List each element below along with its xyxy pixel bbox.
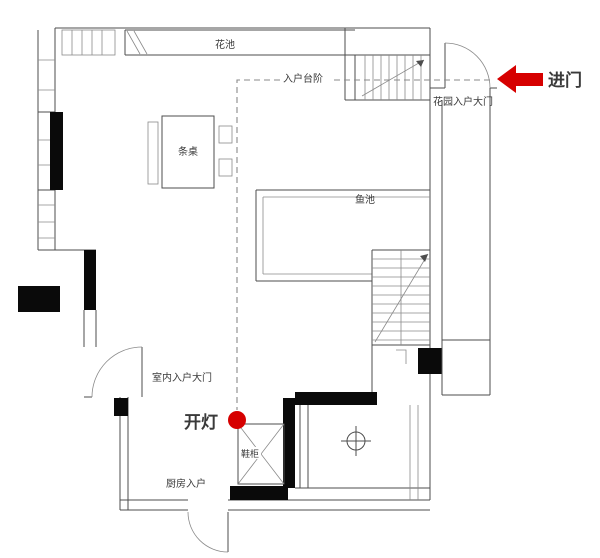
- entry-steps-stairs: [345, 54, 430, 101]
- flower-bed-label: 花池: [215, 38, 235, 51]
- fish-pond: [255, 189, 430, 282]
- walk-path-dashed-line: [236, 79, 490, 410]
- flower-bed: [124, 28, 355, 100]
- long-table: [147, 115, 233, 189]
- enter-arrow-icon: [497, 65, 543, 93]
- solid-wall-fills: [18, 112, 442, 500]
- light-switch-dot: [228, 411, 246, 429]
- entry-steps-label-bg: [280, 70, 330, 85]
- kitchen-entry-door: [187, 511, 229, 553]
- garden-entry-door: [430, 42, 497, 396]
- bottom-right-room: [295, 405, 430, 500]
- middle-stairs: [371, 249, 430, 392]
- indoor-entry-door: [91, 346, 143, 398]
- ceiling-fixture-icon: [341, 426, 371, 456]
- kitchen-entry-label: 厨房入户: [166, 477, 206, 490]
- entry-steps-label: 入户台阶: [283, 72, 323, 85]
- long-table-label: 条桌: [178, 145, 198, 158]
- shoe-cabinet-label-bg: [239, 447, 261, 459]
- indoor-entry-door-label: 室内入户大门: [152, 371, 212, 384]
- turn-on-light-annotation: 开灯: [184, 413, 218, 432]
- garden-entry-door-label: 花园入户大门: [433, 95, 493, 108]
- fish-pond-label: 鱼池: [355, 193, 375, 206]
- shoe-cabinet-label: 鞋柜: [241, 448, 259, 459]
- left-window-hatch: [38, 29, 116, 239]
- enter-annotation: 进门: [548, 70, 582, 90]
